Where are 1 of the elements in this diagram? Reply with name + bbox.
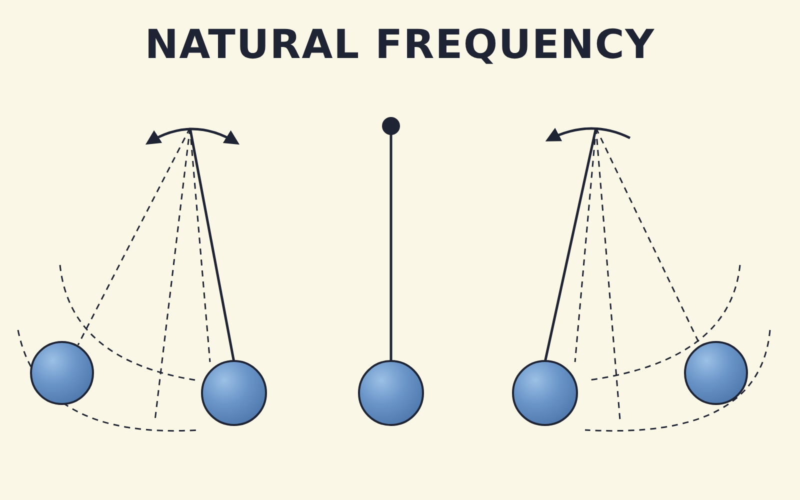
title: NATURAL FREQUENCY (144, 22, 656, 68)
